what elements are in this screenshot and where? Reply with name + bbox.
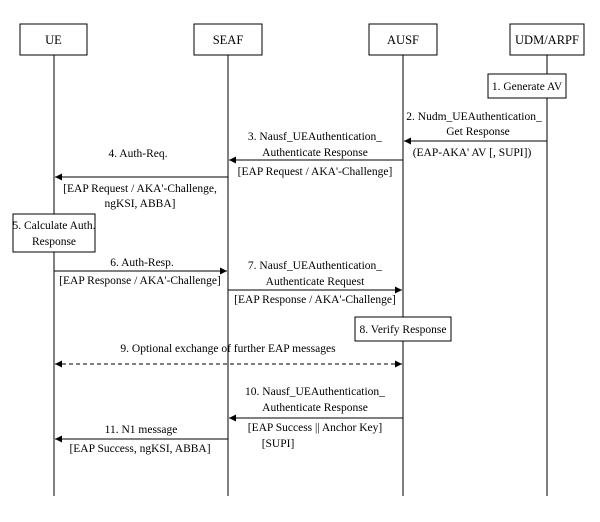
step-4-auth-req: 4. Auth-Req. [EAP Request / AKA'-Challen… (55, 148, 228, 210)
step-7-authenticate-request: 7. Nausf_UEAuthentication_ Authenticate … (228, 260, 402, 306)
step-7-payload: [EAP Response / AKA'-Challenge] (234, 294, 396, 306)
step-5-label-line1: 5. Calculate Auth. (12, 220, 95, 232)
step-3-label-line1: 3. Nausf_UEAuthentication_ (248, 131, 382, 143)
step-7-label-line1: 7. Nausf_UEAuthentication_ (248, 260, 382, 272)
step-4-payload-line2: ngKSI, ABBA] (105, 198, 176, 210)
step-9-optional-exchange: 9. Optional exchange of further EAP mess… (55, 343, 402, 368)
participant-udm: UDM/ARPF (509, 23, 585, 56)
participant-ue-label: UE (45, 33, 62, 47)
step-5-calculate-response: 5. Calculate Auth. Response (12, 213, 96, 253)
step-6-label: 6. Auth-Resp. (110, 257, 174, 269)
participant-udm-label: UDM/ARPF (515, 33, 579, 47)
participant-ue: UE (19, 23, 88, 56)
step-10-label-line1: 10. Nausf_UEAuthentication_ (245, 386, 385, 398)
step-11-n1-message: 11. N1 message [EAP Success, ngKSI, ABBA… (55, 424, 228, 455)
step-2-get-response: 2. Nudm_UEAuthentication_ Get Response (… (404, 111, 547, 159)
step-7-label-line2: Authenticate Request (266, 276, 365, 288)
step-8-label: 8. Verify Response (360, 324, 447, 336)
step-1-generate-av: 1. Generate AV (487, 73, 567, 99)
participant-ausf-label: AUSF (387, 33, 419, 47)
step-9-label: 9. Optional exchange of further EAP mess… (120, 343, 336, 355)
step-10-payload-line1: [EAP Success || Anchor Key] (248, 422, 383, 434)
step-4-payload-line1: [EAP Request / AKA'-Challenge, (63, 183, 217, 195)
step-10-authenticate-response: 10. Nausf_UEAuthentication_ Authenticate… (229, 386, 403, 450)
participant-seaf-label: SEAF (213, 33, 244, 47)
step-1-label: 1. Generate AV (492, 81, 563, 93)
step-11-label: 11. N1 message (105, 424, 178, 436)
step-6-auth-resp: 6. Auth-Resp. [EAP Response / AKA'-Chall… (54, 257, 227, 287)
step-8-verify-response: 8. Verify Response (354, 316, 452, 342)
step-2-label-line2: Get Response (446, 126, 510, 138)
step-11-payload: [EAP Success, ngKSI, ABBA] (69, 443, 210, 455)
step-3-authenticate-response: 3. Nausf_UEAuthentication_ Authenticate … (229, 131, 403, 178)
step-2-payload: (EAP-AKA' AV [, SUPI]) (413, 147, 532, 159)
step-4-label: 4. Auth-Req. (108, 148, 167, 160)
step-10-label-line2: Authenticate Response (262, 402, 368, 414)
participant-ausf: AUSF (368, 23, 438, 56)
participant-seaf: SEAF (193, 23, 263, 56)
step-2-label-line1: 2. Nudm_UEAuthentication_ (406, 111, 542, 123)
step-3-label-line2: Authenticate Response (262, 147, 368, 159)
step-6-payload: [EAP Response / AKA'-Challenge] (59, 275, 221, 287)
step-5-label-line2: Response (32, 236, 76, 248)
step-10-payload-line2: [SUPI] (262, 438, 295, 450)
step-3-payload: [EAP Request / AKA'-Challenge] (238, 166, 393, 178)
